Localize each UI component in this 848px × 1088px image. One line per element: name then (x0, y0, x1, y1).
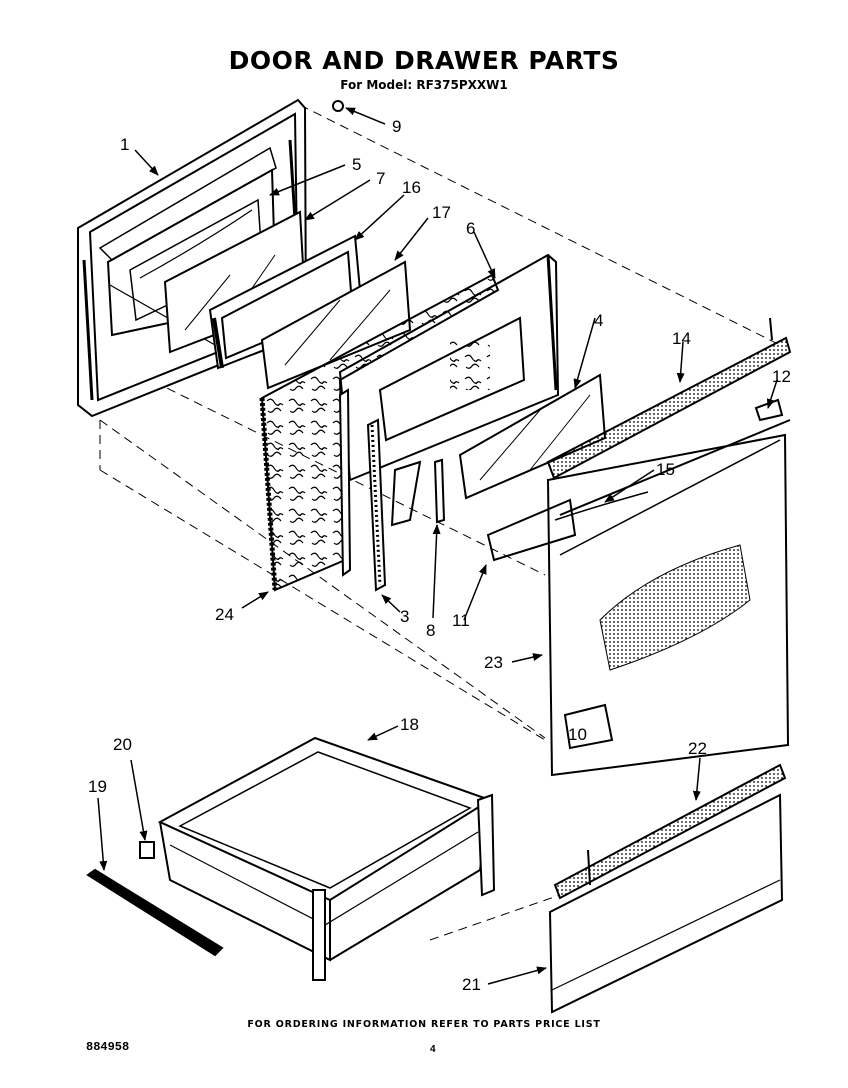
callout-label: 11 (452, 611, 470, 630)
drawer-front-trim (553, 763, 787, 900)
callout-label: 20 (113, 735, 132, 754)
callout-label: 1 (120, 135, 129, 154)
page-title: DOOR AND DRAWER PARTS (228, 46, 620, 75)
callout-label: 19 (88, 777, 107, 796)
document-number: 884958 (86, 1040, 130, 1054)
door-top-trim (546, 317, 792, 480)
ordering-note: FOR ORDERING INFORMATION REFER TO PARTS … (247, 1019, 601, 1030)
callout-label: 3 (400, 607, 409, 626)
model-subtitle: For Model: RF375PXXW1 (340, 78, 508, 92)
callout-label: 14 (672, 329, 691, 348)
callout-labels: 1 5 7 16 17 6 9 4 14 12 15 24 3 8 11 23 … (88, 117, 791, 994)
callout-label: 21 (462, 975, 481, 994)
callout-label: 23 (484, 653, 503, 672)
callout-label: 4 (594, 311, 603, 330)
drawer-rail (86, 868, 224, 957)
door-glass-panels (163, 210, 364, 370)
door-brackets (338, 388, 446, 592)
storage-drawer (157, 736, 496, 981)
callout-label: 6 (466, 219, 475, 238)
glass-17 (260, 260, 412, 390)
callout-label: 9 (392, 117, 401, 136)
callout-label: 17 (432, 203, 451, 222)
drawer-roller (139, 841, 155, 859)
callout-label: 24 (215, 605, 234, 624)
callout-leaders (97, 107, 778, 985)
page-number: 4 (430, 1044, 436, 1055)
callout-label: 12 (772, 367, 791, 386)
screw-9 (332, 100, 344, 112)
callout-label: 7 (376, 169, 385, 188)
callout-label: 16 (402, 178, 421, 197)
callout-label: 15 (656, 460, 675, 479)
callout-label: 18 (400, 715, 419, 734)
drawer-front-panel (548, 793, 784, 1014)
callout-label: 5 (352, 155, 361, 174)
callout-label: 10 (568, 725, 587, 744)
callout-label: 8 (426, 621, 435, 640)
door-front-panel (486, 419, 791, 777)
callout-label: 22 (688, 739, 707, 758)
